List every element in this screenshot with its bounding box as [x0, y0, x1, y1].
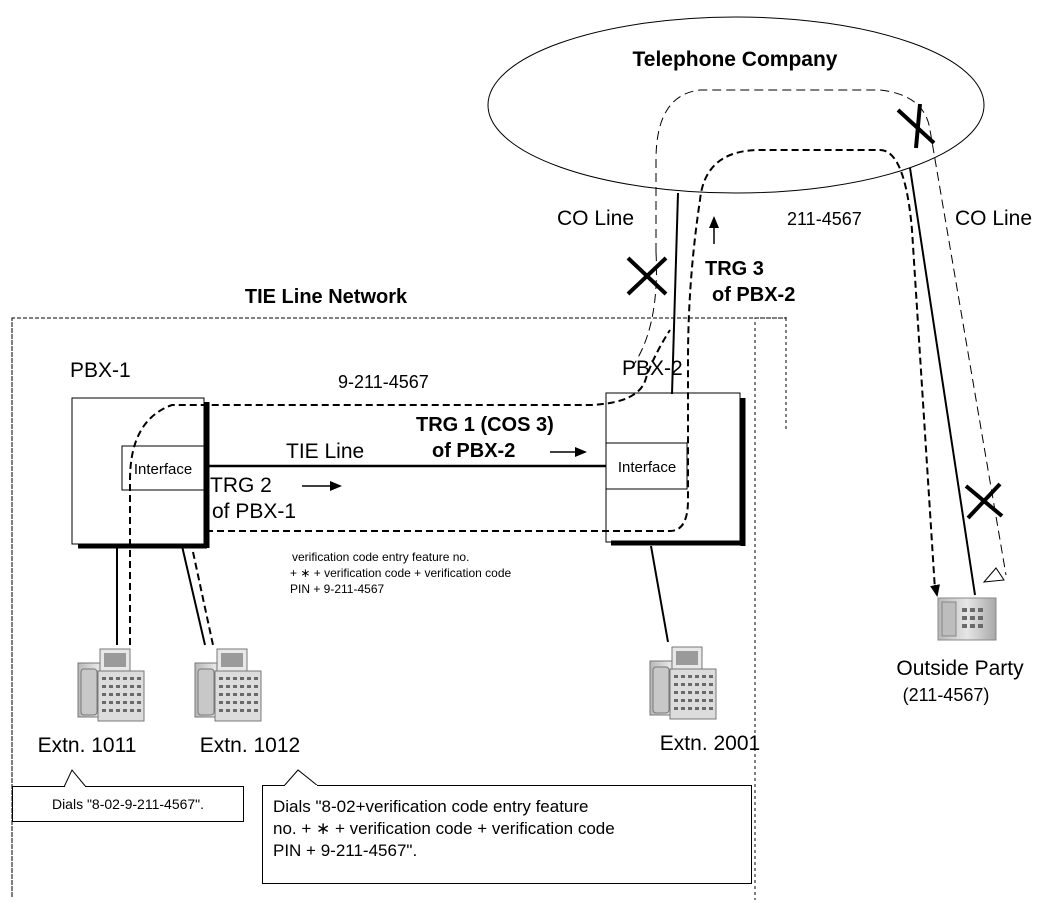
callout-1011: Dials "8-02-9-211-4567".	[12, 786, 244, 822]
dialed-number-label: 9-211-4567	[338, 372, 429, 392]
co-line-outside	[910, 168, 975, 595]
trg3-label-line1: TRG 3	[705, 258, 764, 280]
tie-line-label: TIE Line	[286, 440, 364, 463]
callout-1012-line1: Dials "8-02+verification code entry feat…	[273, 796, 741, 818]
phone-1011-icon	[78, 649, 144, 721]
extn-1012-label: Extn. 1012	[200, 734, 300, 757]
trg1-label-line1: TRG 1 (COS 3)	[416, 414, 554, 436]
phone-1012-icon	[195, 649, 261, 721]
extn-1011-label: Extn. 1011	[38, 734, 137, 757]
blocked-x-telco	[898, 104, 934, 148]
extn-2001-label: Extn. 2001	[660, 732, 760, 755]
trg1-label-line2: of PBX-2	[432, 440, 515, 462]
telephone-company-label: Telephone Company	[633, 48, 838, 71]
blocked-x-outside	[966, 484, 1002, 518]
outside-party-label: Outside Party	[896, 657, 1024, 680]
phone-2001-icon	[650, 647, 716, 719]
co-line-right-label: CO Line	[955, 207, 1032, 230]
pbx-1-label: PBX-1	[70, 359, 131, 382]
callout-1011-text: Dials "8-02-9-211-4567".	[52, 796, 204, 812]
callout-1012-line2: no. + ∗ + verification code + verificati…	[273, 818, 741, 840]
pbx-2-interface-label: Interface	[618, 459, 676, 476]
trg2-label-line2: of PBX-1	[212, 500, 296, 523]
outside-party-number: (211-4567)	[903, 685, 990, 705]
verification-note-line1: verification code entry feature no.	[292, 550, 469, 564]
blocked-route	[656, 90, 1006, 575]
blocked-x-co-left	[628, 258, 666, 294]
trg3-label-line2: of PBX-2	[712, 284, 795, 306]
trg2-label-line1: TRG 2	[210, 474, 272, 497]
outside-number-label: 211-4567	[787, 209, 862, 229]
telephone-company-cloud	[488, 17, 984, 193]
callout-1012-line3: PIN + 9-211-4567".	[273, 840, 741, 862]
pbx-1-interface-label: Interface	[134, 461, 192, 478]
callout-1012: Dials "8-02+verification code entry feat…	[262, 785, 752, 884]
tie-network-label: TIE Line Network	[245, 286, 408, 308]
outside-phone-icon	[938, 598, 996, 640]
co-line-left-label: CO Line	[557, 207, 634, 230]
verification-note-line2: + ∗ + verification code + verification c…	[290, 566, 512, 580]
verification-note-line3: PIN + 9-211-4567	[290, 582, 384, 596]
